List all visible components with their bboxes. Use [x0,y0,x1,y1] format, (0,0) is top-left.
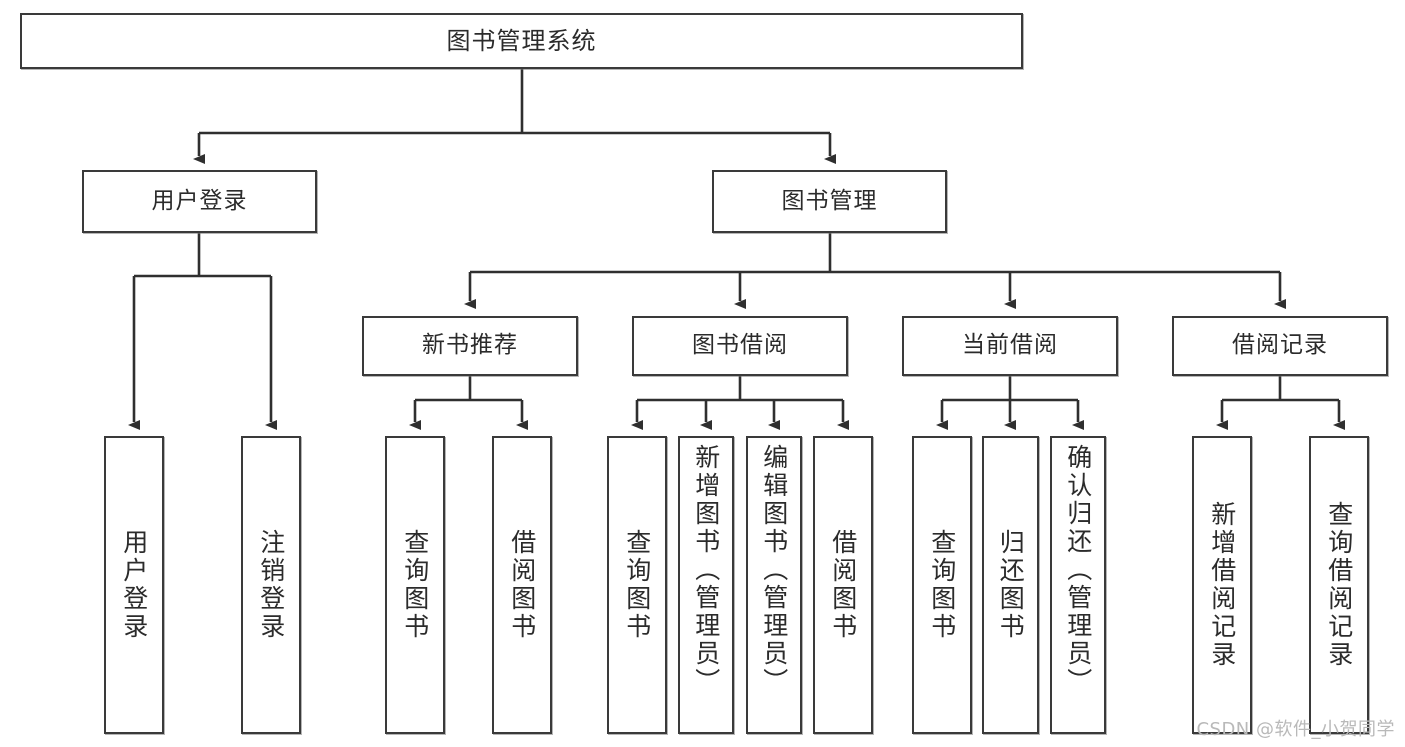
leaf-borrow-add[interactable]: 新增图书（管理员） [678,436,734,734]
leaf-record-add-label: 新增借阅记录 [1207,501,1237,669]
leaf-borrow-query-label: 查询图书 [622,529,652,641]
leaf-current-return[interactable]: 归还图书 [982,436,1039,734]
node-user-login-label: 用户登录 [151,187,248,214]
node-current-borrow-label: 当前借阅 [962,332,1058,359]
leaf-new-book-query[interactable]: 查询图书 [385,436,445,734]
leaf-record-query-label: 查询借阅记录 [1324,501,1354,669]
leaf-record-query[interactable]: 查询借阅记录 [1309,436,1369,734]
leaf-user-login-label: 用户登录 [119,529,149,641]
leaf-borrow-edit[interactable]: 编辑图书（管理员） [746,436,802,734]
node-root-label: 图书管理系统 [446,26,597,55]
node-borrow-book-label: 图书借阅 [692,332,788,359]
leaf-new-book-borrow[interactable]: 借阅图书 [492,436,552,734]
leaf-current-query[interactable]: 查询图书 [912,436,972,734]
node-root[interactable]: 图书管理系统 [20,13,1023,69]
leaf-new-book-query-label: 查询图书 [400,529,430,641]
leaf-logout-label: 注销登录 [256,529,286,641]
node-borrow-record-label: 借阅记录 [1232,332,1328,359]
csdn-watermark: CSDN @软件_小贺同学 [1196,719,1395,740]
node-current-borrow[interactable]: 当前借阅 [902,316,1118,376]
leaf-user-login[interactable]: 用户登录 [104,436,164,734]
node-borrow-record[interactable]: 借阅记录 [1172,316,1388,376]
leaf-borrow-edit-label: 编辑图书（管理员） [759,444,789,696]
node-book-manage-label: 图书管理 [781,187,878,214]
leaf-current-confirm-label: 确认归还（管理员） [1063,444,1093,696]
node-user-login[interactable]: 用户登录 [82,170,317,233]
node-new-book[interactable]: 新书推荐 [362,316,578,376]
leaf-logout[interactable]: 注销登录 [241,436,301,734]
leaf-record-add[interactable]: 新增借阅记录 [1192,436,1252,734]
leaf-new-book-borrow-label: 借阅图书 [507,529,537,641]
leaf-current-confirm[interactable]: 确认归还（管理员） [1050,436,1106,734]
leaf-borrow-query[interactable]: 查询图书 [607,436,667,734]
leaf-current-query-label: 查询图书 [927,529,957,641]
leaf-borrow-do[interactable]: 借阅图书 [813,436,873,734]
leaf-current-return-label: 归还图书 [996,529,1026,641]
leaf-borrow-add-label: 新增图书（管理员） [691,444,721,696]
node-borrow-book[interactable]: 图书借阅 [632,316,848,376]
node-book-manage[interactable]: 图书管理 [712,170,947,233]
node-new-book-label: 新书推荐 [422,332,518,359]
leaf-borrow-do-label: 借阅图书 [828,529,858,641]
